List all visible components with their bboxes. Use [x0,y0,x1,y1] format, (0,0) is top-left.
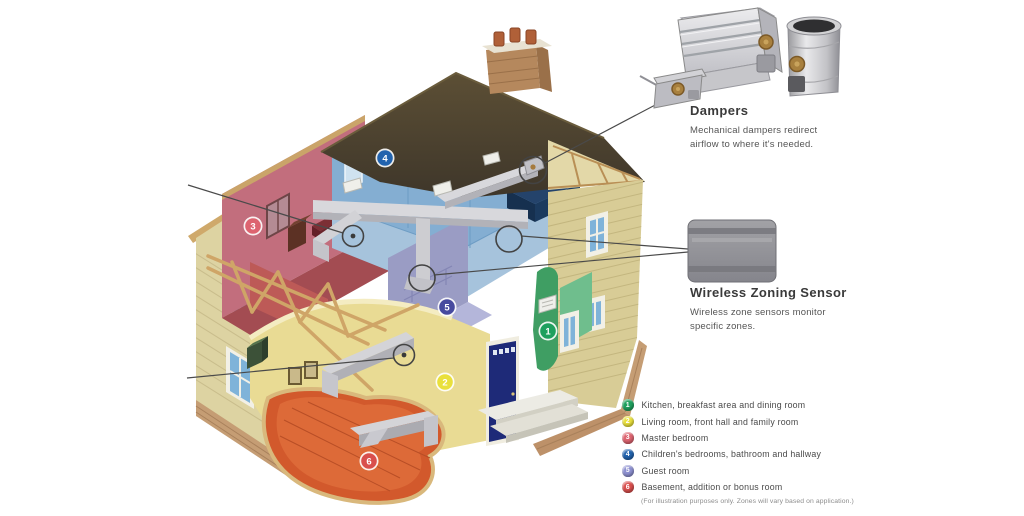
sensor-dot-living [401,352,407,358]
inline-damper [523,155,545,176]
legend-dot-4: 4 [622,448,634,461]
basement-duct [350,411,438,448]
wireless-sensor-image [687,219,777,283]
master-window [266,192,290,240]
ring-sensor-master [341,224,365,248]
right-wall-window-upper [586,211,608,258]
legend-label-6: Basement, addition or bonus room [641,482,783,493]
sensor-dot-master [350,233,356,239]
callout-dampers: Dampers Mechanical dampers redirect airf… [690,103,817,152]
svg-text:4: 4 [382,153,388,164]
svg-text:1: 1 [545,326,551,337]
legend-dot-2: 2 [622,415,634,428]
ring-sensor-hallway [408,264,436,292]
ceiling-register [342,151,501,197]
svg-text:6: 6 [366,456,371,467]
dampers-title: Dampers [690,103,749,118]
picture-frame [288,367,302,385]
legend-footnote: (For illustration purposes only. Zones w… [641,498,854,506]
svg-text:5: 5 [444,302,450,313]
callout-lines [186,92,689,379]
legend-item-2: 2 Living room, front hall and family roo… [622,413,922,429]
legend-dot-5: 5 [622,465,634,477]
line-to-sensor-b [433,251,689,276]
kitchen-register [538,294,557,314]
round-damper-image [786,16,842,97]
zone-legend: 1 Kitchen, breakfast area and dining roo… [622,397,922,505]
room-basement [261,387,446,505]
legend-dot-1: 1 [622,399,634,411]
svg-text:3: 3 [250,221,255,232]
zone-badge-1: 1 [538,321,558,341]
legend-item-1: 1 Kitchen, breakfast area and dining roo… [622,397,922,413]
ring-sensor-living [392,343,416,367]
line-living-sensor [186,357,395,379]
dampers-description: Mechanical dampers redirect airflow to w… [690,125,818,150]
legend-label-4: Children's bedrooms, bathroom and hallwa… [641,449,822,460]
room-kitchen [533,267,592,371]
wireless-sensor-title: Wireless Zoning Sensor [690,285,847,300]
zone-badge-3: 3 [243,216,263,236]
duct-system [313,151,545,398]
chimney-pots [493,27,537,47]
callout-wireless-sensor: Wireless Zoning Sensor Wireless zone sen… [690,285,847,334]
rectangular-damper-image [677,7,783,95]
roof-trusses [206,254,420,392]
zone-badge-4: 4 [375,148,395,168]
left-wall-window-lower [226,346,254,409]
dresser [288,214,312,252]
ring-damper [518,155,548,185]
green-hutch [247,336,268,369]
kitchen-window [560,310,579,353]
ring-sensor-upstairs [495,225,523,253]
front-steps [478,390,588,443]
legend-item-4: 4 Children's bedrooms, bathroom and hall… [622,446,922,462]
legend-dot-3: 3 [622,432,634,444]
legend-label-1: Kitchen, breakfast area and dining room [641,400,806,411]
line-to-sensor-a [520,235,689,250]
callout-rings [341,155,548,367]
small-damper-image [639,68,707,109]
svg-text:2: 2 [442,377,447,388]
legend-item-3: 3 Master bedroom [622,430,922,446]
legend-dot-6: 6 [622,481,634,493]
zone-badge-5: 5 [437,297,457,317]
legend-label-2: Living room, front hall and family room [641,416,799,427]
legend-item-5: 5 Guest room [622,463,922,479]
chimney [482,27,552,94]
picture-frame-2 [304,361,318,379]
zone-badge-6: 6 [359,451,379,471]
wireless-sensor-description: Wireless zone sensors monitor specific z… [690,307,826,332]
legend-label-5: Guest room [641,465,690,476]
legend-label-3: Master bedroom [641,432,709,443]
right-exterior-wall [533,140,647,456]
legend-item-6: 6 Basement, addition or bonus room [622,479,922,495]
line-master-sensor [187,184,344,234]
zone-badge-2: 2 [435,372,455,392]
